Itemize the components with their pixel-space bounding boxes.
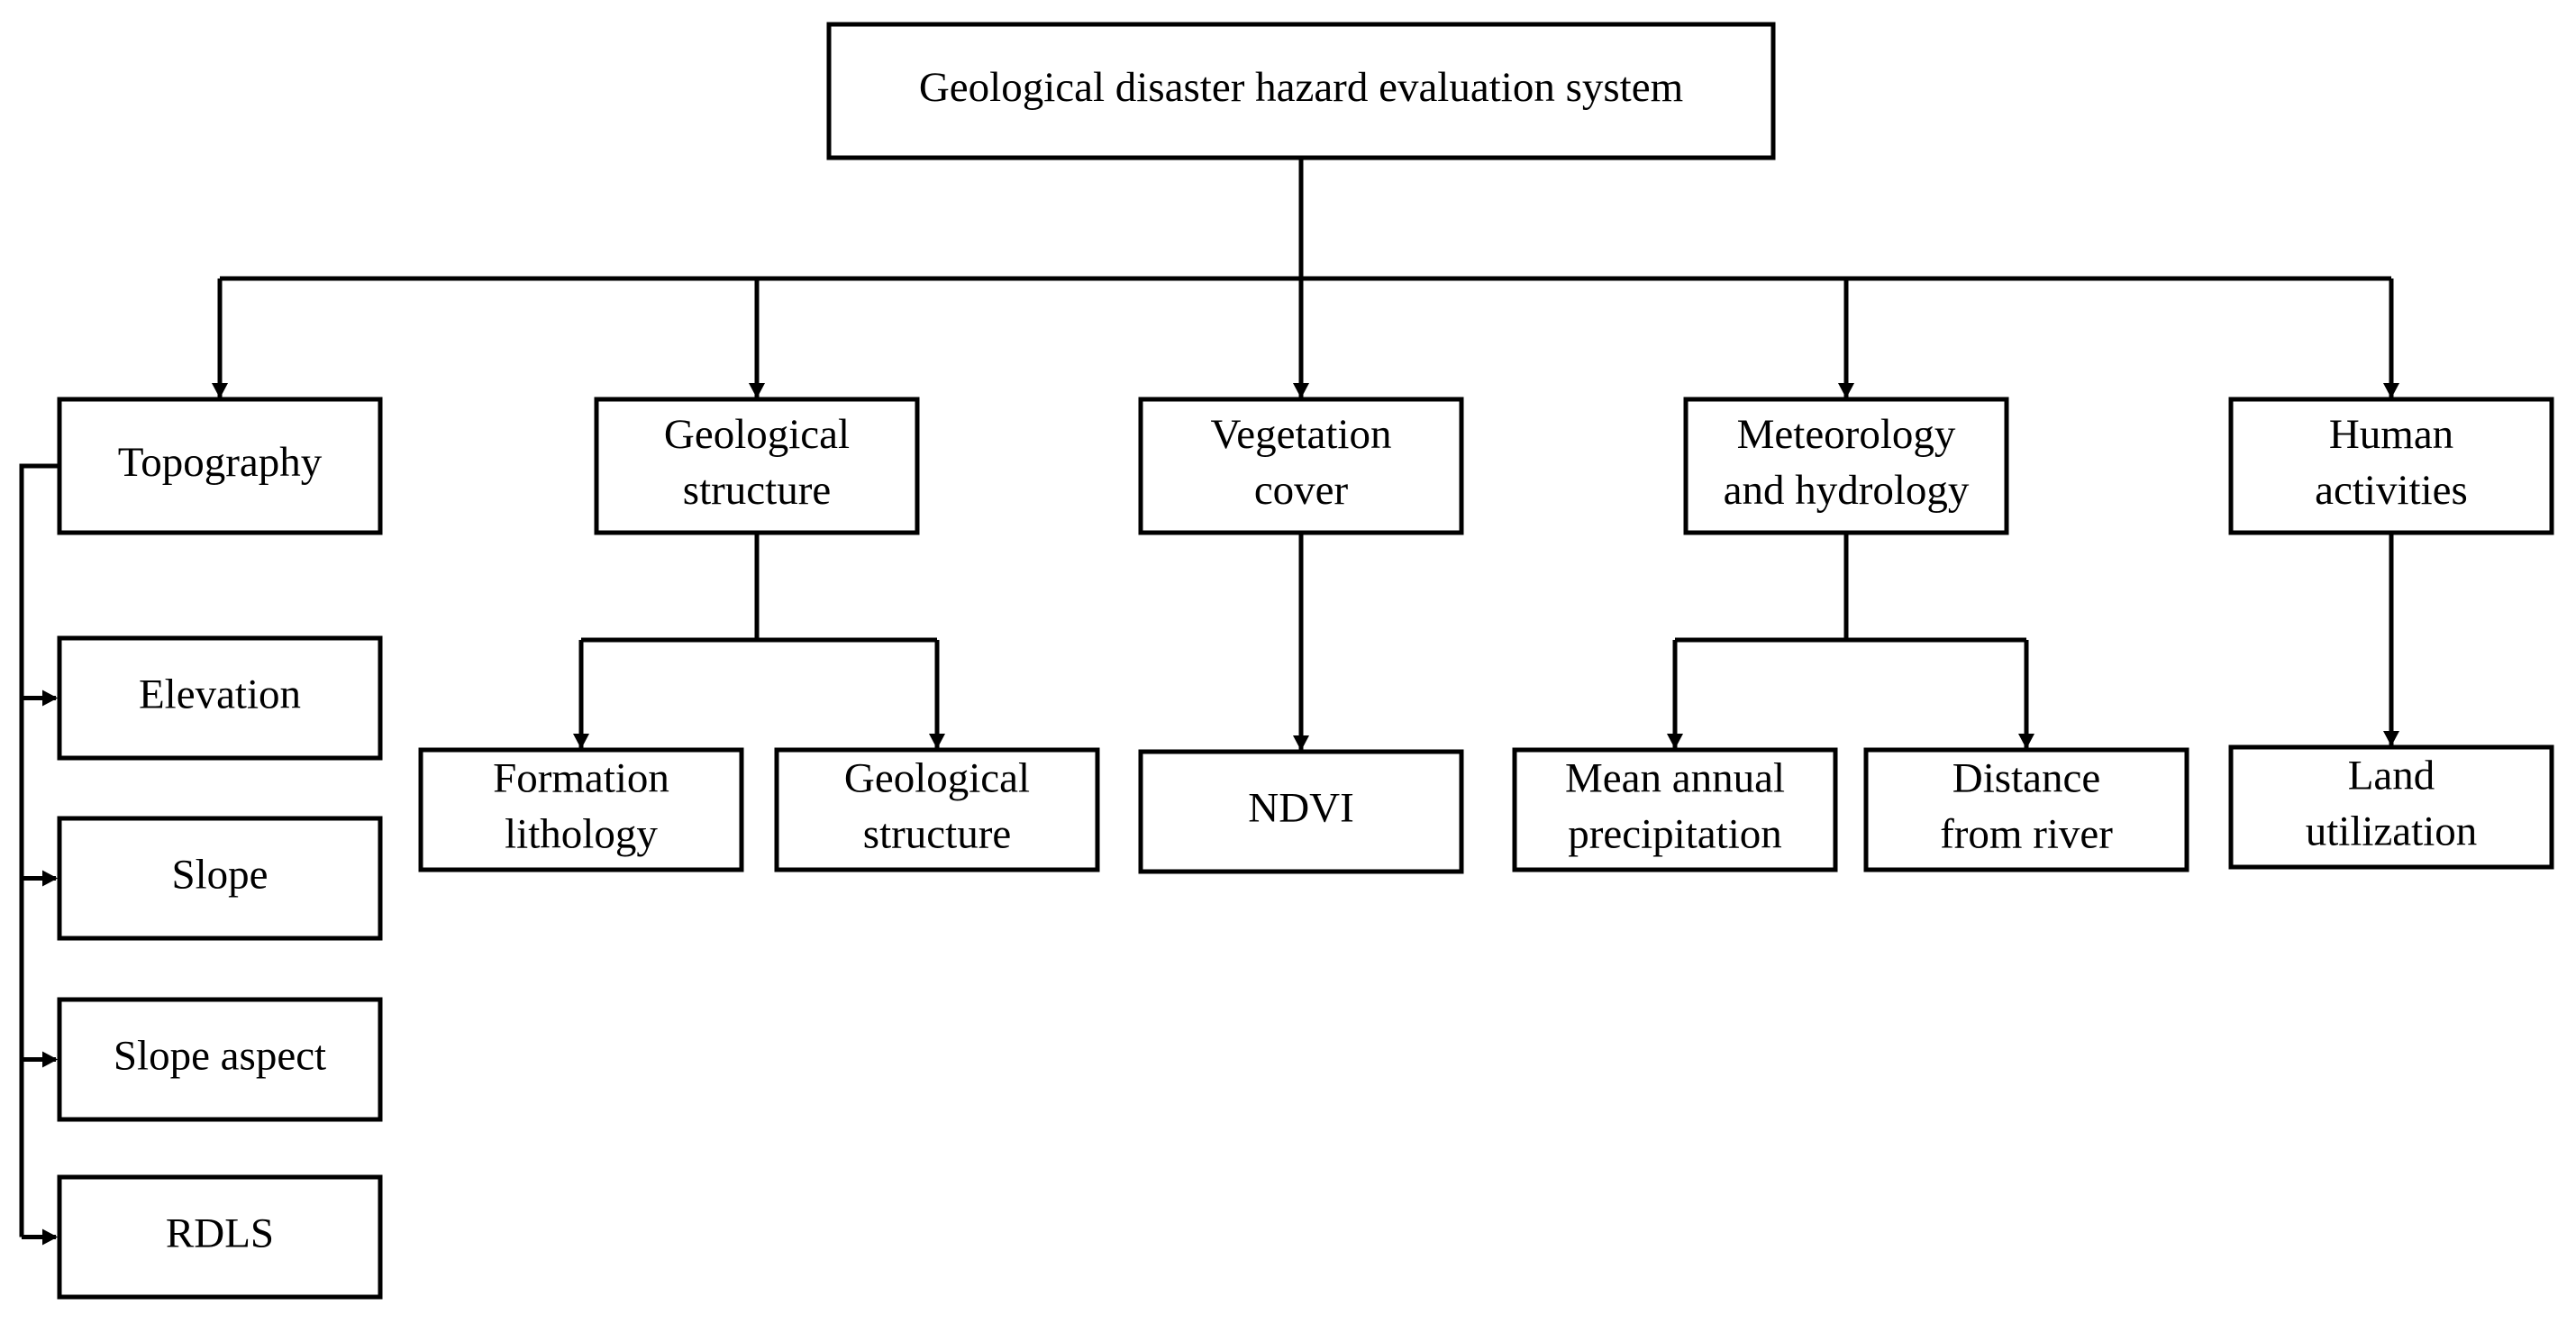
geological-structure-child-2: Geological structure bbox=[774, 747, 1100, 872]
arrow-geological-structure bbox=[749, 383, 765, 398]
arrow-vegetation-cover bbox=[1293, 383, 1309, 398]
geological-structure-child-1-label-line-2: lithology bbox=[505, 810, 658, 857]
meteorology-hydrology-child-2-label-line-1: Distance bbox=[1952, 754, 2100, 801]
arrow-human-activities-child-1 bbox=[2383, 731, 2399, 746]
category-meteorology-hydrology-label-line-2: and hydrology bbox=[1724, 467, 1970, 514]
arrow-vegetation-cover-child-1 bbox=[1293, 735, 1309, 751]
arrow-geological-structure-child-2 bbox=[929, 734, 945, 749]
category-human-activities: Human activities bbox=[2228, 397, 2554, 535]
category-vegetation-cover-box bbox=[1138, 397, 1464, 535]
category-vegetation-cover-label-line-1: Vegetation bbox=[1211, 411, 1392, 458]
category-vegetation-cover: Vegetation cover bbox=[1138, 397, 1464, 535]
meteorology-hydrology-child-1-box bbox=[1512, 747, 1838, 872]
topography-child-4-label: RDLS bbox=[166, 1210, 274, 1256]
meteorology-hydrology-child-1-label-line-1: Mean annual bbox=[1565, 754, 1785, 801]
arrow-meteorology-hydrology-child-1 bbox=[1667, 734, 1683, 749]
meteorology-hydrology-child-1-label-line-2: precipitation bbox=[1568, 810, 1782, 857]
topography-child-4: RDLS bbox=[57, 1174, 383, 1300]
root-node-label: Geological disaster hazard evaluation sy… bbox=[919, 64, 1683, 111]
category-geological-structure: Geological structure bbox=[594, 397, 920, 535]
meteorology-hydrology-child-2: Distance from river bbox=[1863, 747, 2189, 872]
arrow-topography-child-3 bbox=[42, 1051, 58, 1068]
geological-structure-child-1-box bbox=[418, 747, 744, 872]
arrow-meteorology-hydrology-child-2 bbox=[2018, 734, 2034, 749]
root-node: Geological disaster hazard evaluation sy… bbox=[826, 22, 1776, 160]
category-topography-box bbox=[57, 397, 383, 535]
vegetation-cover-child-1-label: NDVI bbox=[1248, 784, 1353, 831]
arrow-topography-child-1 bbox=[42, 689, 58, 707]
human-activities-child-1: Land utilization bbox=[2228, 744, 2554, 870]
category-geological-structure-label-line-1: Geological bbox=[664, 411, 850, 458]
arrow-human-activities bbox=[2383, 383, 2399, 398]
vegetation-cover-child-1-box bbox=[1138, 749, 1464, 874]
topography-child-1-box bbox=[57, 635, 383, 761]
geological-structure-child-2-box bbox=[774, 747, 1100, 872]
topography-child-3: Slope aspect bbox=[57, 997, 383, 1122]
topography-child-2-box bbox=[57, 816, 383, 941]
category-human-activities-label-line-2: activities bbox=[2315, 467, 2468, 514]
meteorology-hydrology-child-1: Mean annual precipitation bbox=[1512, 747, 1838, 872]
category-meteorology-hydrology-box bbox=[1683, 397, 2009, 535]
category-meteorology-hydrology: Meteorology and hydrology bbox=[1683, 397, 2009, 535]
category-human-activities-box bbox=[2228, 397, 2554, 535]
category-human-activities-label-line-1: Human bbox=[2329, 411, 2453, 458]
topography-child-4-box bbox=[57, 1174, 383, 1300]
geological-structure-child-2-label-line-2: structure bbox=[863, 810, 1011, 857]
arrow-meteorology-hydrology bbox=[1838, 383, 1854, 398]
category-geological-structure-label-line-2: structure bbox=[683, 467, 831, 514]
meteorology-hydrology-child-2-box bbox=[1863, 747, 2189, 872]
arrow-topography-child-4 bbox=[42, 1228, 58, 1246]
arrow-topography-child-2 bbox=[42, 870, 58, 887]
vegetation-cover-child-1: NDVI bbox=[1138, 749, 1464, 874]
topography-spine bbox=[19, 463, 59, 1237]
topography-child-3-label: Slope aspect bbox=[114, 1032, 326, 1079]
category-meteorology-hydrology-label-line-1: Meteorology bbox=[1737, 411, 1956, 458]
connector-lines bbox=[19, 158, 2399, 1246]
arrow-topography bbox=[212, 383, 228, 398]
category-vegetation-cover-label-line-2: cover bbox=[1254, 467, 1349, 514]
topography-child-1: Elevation bbox=[57, 635, 383, 761]
diagram-nodes: Geological disaster hazard evaluation sy… bbox=[57, 22, 2554, 1300]
geological-structure-child-2-label-line-1: Geological bbox=[844, 754, 1030, 801]
human-activities-child-1-box bbox=[2228, 744, 2554, 870]
category-topography: Topography bbox=[57, 397, 383, 535]
geological-structure-child-1-label-line-1: Formation bbox=[493, 754, 669, 801]
topography-child-1-label: Elevation bbox=[139, 671, 301, 717]
topography-child-2-label: Slope bbox=[171, 851, 268, 898]
root-node-box bbox=[826, 22, 1776, 160]
human-activities-child-1-label-line-1: Land bbox=[2348, 752, 2435, 799]
topography-child-3-box bbox=[57, 997, 383, 1122]
geological-structure-child-1: Formation lithology bbox=[418, 747, 744, 872]
category-geological-structure-box bbox=[594, 397, 920, 535]
arrow-geological-structure-child-1 bbox=[573, 734, 589, 749]
category-topography-label: Topography bbox=[118, 439, 323, 486]
human-activities-child-1-label-line-2: utilization bbox=[2306, 808, 2478, 854]
meteorology-hydrology-child-2-label-line-2: from river bbox=[1940, 810, 2113, 857]
topography-child-2: Slope bbox=[57, 816, 383, 941]
